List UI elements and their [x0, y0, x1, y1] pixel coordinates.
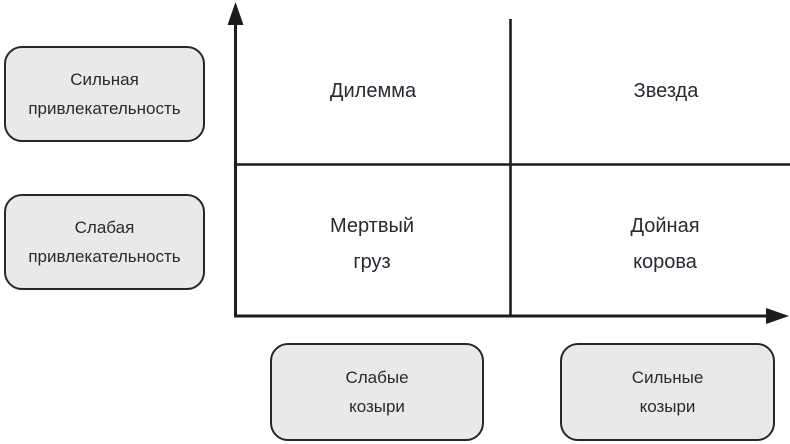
label-line-2: привлекательность — [28, 99, 181, 118]
label-line-1: Сильные — [631, 368, 704, 387]
label-line-1: Слабая — [74, 218, 135, 237]
label-line-1: Сильная — [70, 70, 139, 89]
quadrant-text-line-2: корова — [633, 251, 697, 273]
label-line-2: козыри — [639, 397, 696, 416]
label-text: Сильные козыри — [632, 363, 704, 421]
label-line-2: привлекательность — [28, 247, 181, 266]
label-line-1: Слабые — [345, 368, 409, 387]
label-text: Слабые козыри — [345, 363, 408, 421]
quadrant-text: Дилемма — [329, 80, 417, 102]
x-axis-arrowhead-icon — [766, 308, 789, 324]
quadrant-text: Звезда — [633, 80, 699, 102]
label-line-2: козыри — [349, 397, 405, 416]
quadrant-label-star: Звезда — [634, 73, 699, 109]
quadrant-label-cash-cow: Дойная корова — [630, 208, 699, 280]
y-axis-label-weak-attractiveness: Слабая привлекательность — [4, 194, 205, 290]
x-axis-label-strong-trumps: Сильные козыри — [560, 343, 775, 441]
x-axis-label-weak-trumps: Слабые козыри — [270, 343, 484, 441]
quadrant-text-line-1: Мертвый — [329, 215, 415, 237]
quadrant-label-dead-weight: Мертвый груз — [330, 208, 414, 280]
quadrant-label-dilemma: Дилемма — [330, 73, 416, 109]
label-text: Сильная привлекательность — [28, 65, 180, 123]
y-axis-label-strong-attractiveness: Сильная привлекательность — [4, 46, 205, 142]
quadrant-text-line-2: груз — [353, 251, 391, 273]
label-text: Слабая привлекательность — [28, 213, 180, 271]
quadrant-text-line-1: Дойная — [630, 215, 700, 237]
y-axis-arrowhead-icon — [227, 2, 244, 25]
